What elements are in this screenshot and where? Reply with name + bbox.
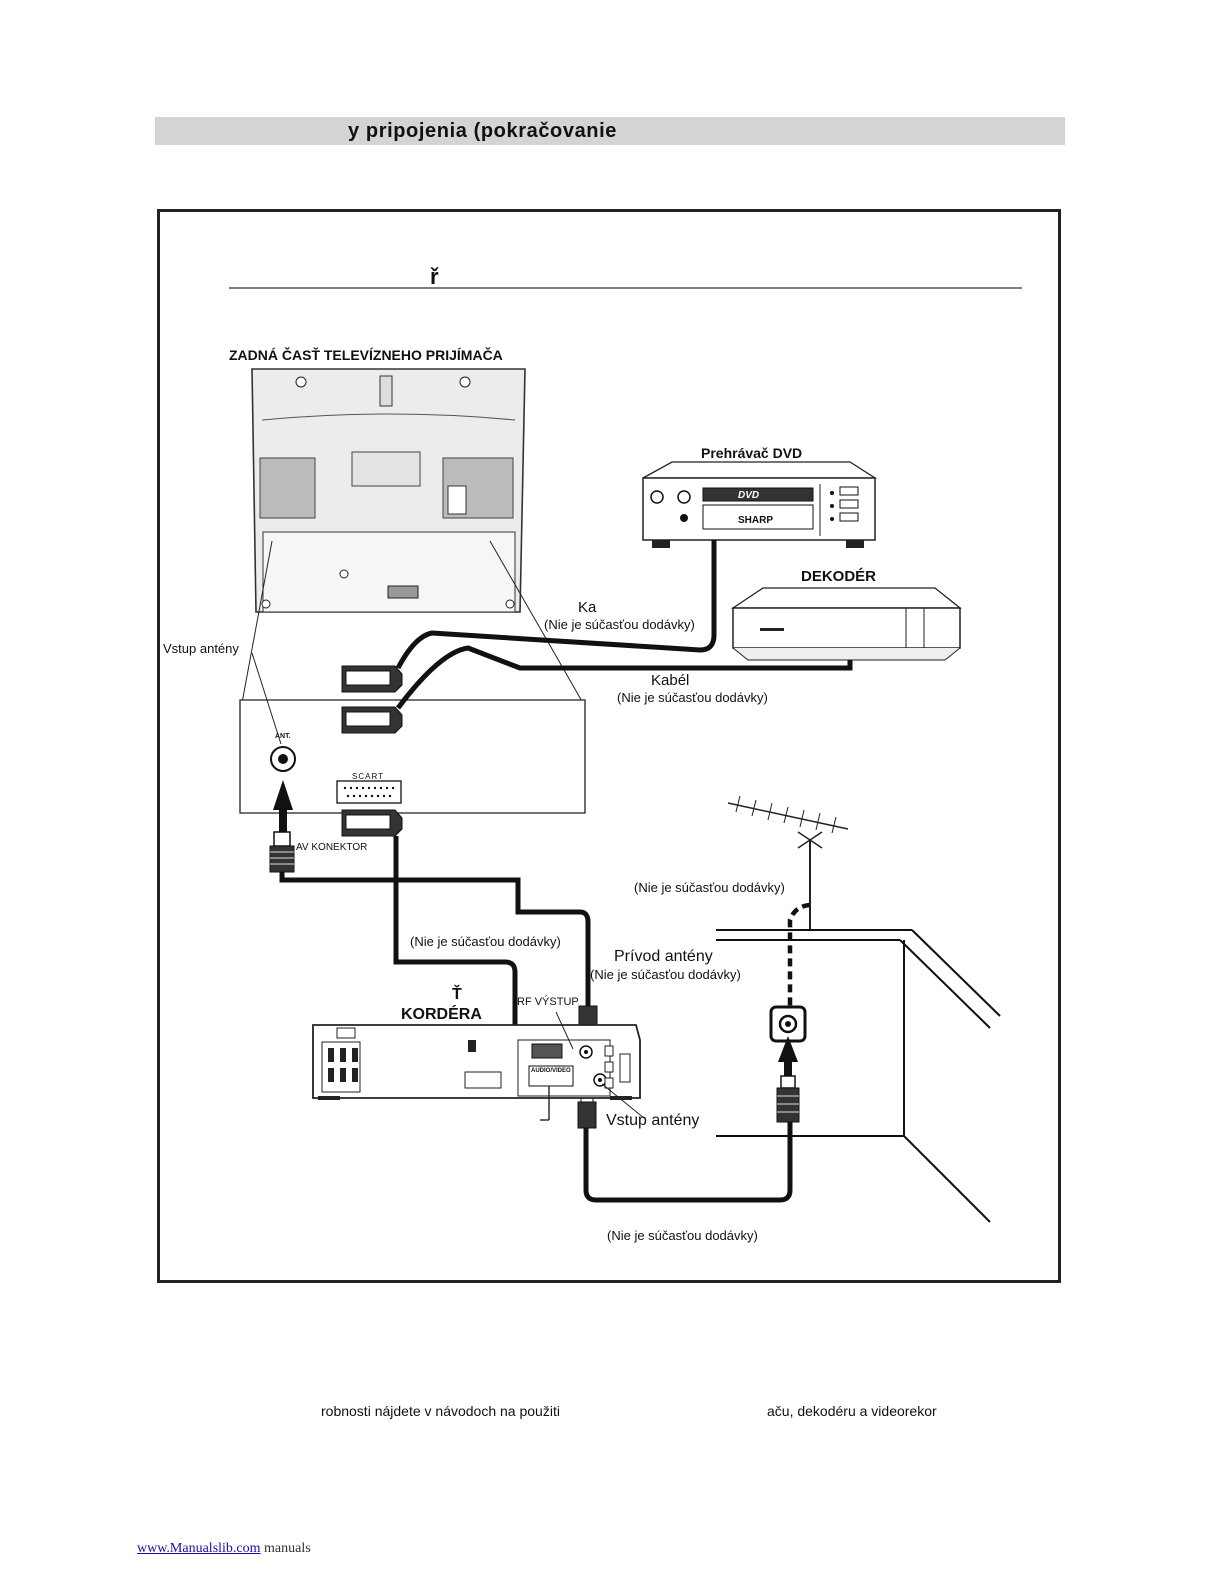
footnote-right: aču, dekodéru a videorekor bbox=[767, 1403, 937, 1419]
dvd-player-illustration bbox=[642, 461, 878, 548]
antenna-input-vcr-label: Vstup antény bbox=[606, 1112, 700, 1129]
vcr-label-1: Ť bbox=[452, 986, 462, 1003]
wall-antenna-socket bbox=[769, 1005, 807, 1078]
rf-plug-vcr-in bbox=[577, 1093, 597, 1129]
diagram-frame bbox=[157, 209, 1061, 1283]
footer-suffix: manuals bbox=[264, 1541, 311, 1556]
scart-plug-3 bbox=[341, 809, 403, 837]
house-wall bbox=[716, 929, 1001, 1223]
scart-label: SCART bbox=[352, 772, 384, 781]
vcr-illustration bbox=[312, 1024, 641, 1100]
cable-label-1: Ka bbox=[578, 599, 597, 616]
page-title: y pripojenia (pokračovanie bbox=[348, 120, 618, 142]
rf-out-label: RF VÝSTUP bbox=[517, 996, 579, 1008]
antenna-lead-label: Prívod antény bbox=[614, 948, 713, 965]
ant-label: ANT. bbox=[275, 733, 291, 740]
not-included-1: (Nie je súčasťou dodávky) bbox=[544, 617, 695, 632]
not-included-5: (Nie je súčasťou dodávky) bbox=[590, 967, 741, 982]
tv-terminal-panel bbox=[239, 699, 586, 814]
scart-plug-2 bbox=[341, 706, 403, 734]
rf-plug-tv bbox=[269, 831, 295, 873]
dvd-brand: SHARP bbox=[738, 515, 774, 526]
header-bar bbox=[155, 117, 1065, 145]
dvd-label: Prehrávač DVD bbox=[701, 445, 803, 461]
rf-plug-wall bbox=[776, 1075, 800, 1123]
tv-back-illustration bbox=[251, 368, 526, 613]
not-included-2: (Nie je súčasťou dodávky) bbox=[617, 690, 768, 705]
footnote-left: robnosti nájdete v návodoch na použiti bbox=[321, 1403, 560, 1419]
not-included-4: (Nie je súčasťou dodávky) bbox=[410, 934, 561, 949]
decoder-label: DEKODÉR bbox=[801, 568, 877, 585]
not-included-3: (Nie je súčasťou dodávky) bbox=[634, 880, 785, 895]
av-connector-label: AV KONEKTOR bbox=[296, 842, 368, 853]
vcr-label-2: KORDÉRA bbox=[401, 1006, 482, 1023]
section-heading: ř bbox=[430, 264, 439, 289]
outdoor-antenna-illustration bbox=[727, 795, 849, 930]
not-included-6: (Nie je súčasťou dodávky) bbox=[607, 1228, 758, 1243]
scart-plug-1 bbox=[341, 665, 403, 693]
cable-label-2: Kabél bbox=[651, 672, 690, 689]
decoder-illustration bbox=[730, 587, 962, 661]
manualslib-link[interactable]: www.Manualslib.com bbox=[137, 1541, 261, 1556]
audio-video-label: AUDIO/VIDEO bbox=[531, 1068, 571, 1074]
dvd-logo: DVD bbox=[738, 490, 760, 501]
tv-back-label: ZADNÁ ČASŤ TELEVÍZNEHO PRIJÍMAČA bbox=[229, 347, 503, 363]
footer-source: www.Manualslib.com manuals bbox=[137, 1541, 311, 1557]
antenna-input-tv-label: Vstup antény bbox=[163, 641, 239, 656]
